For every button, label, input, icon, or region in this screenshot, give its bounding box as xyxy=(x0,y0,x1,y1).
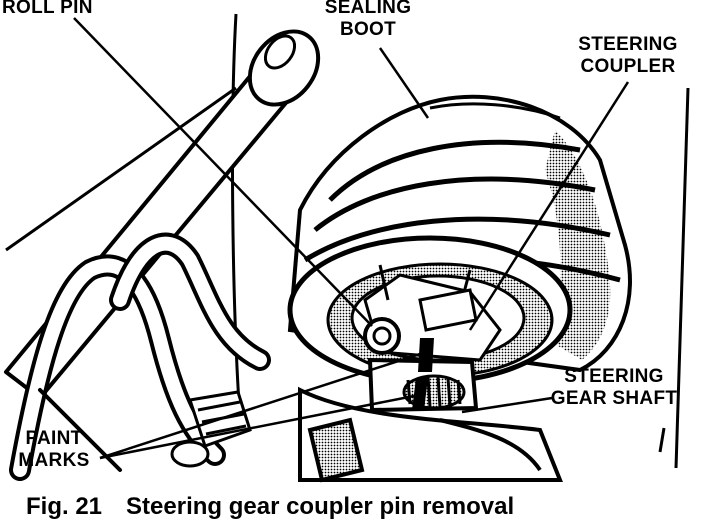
label-paint-marks: PAINT MARKS xyxy=(4,428,104,472)
leader-lines xyxy=(73,17,630,460)
label-steering-coupler-line-2: COUPLER xyxy=(580,56,676,77)
leader-paint-marks-1 xyxy=(99,352,421,460)
label-paint-marks-line-2: MARKS xyxy=(18,450,90,471)
gear-housing xyxy=(298,386,563,483)
leader-sealing-boot xyxy=(378,47,430,119)
label-steering-coupler-line-1: STEERING xyxy=(578,34,678,55)
paint-mark-strokes xyxy=(412,338,434,410)
figure-caption: Fig. 21 Steering gear coupler pin removal xyxy=(26,492,514,522)
label-sealing-boot: SEALING BOOT xyxy=(316,0,420,41)
label-steering-gear-shaft: STEERING GEAR SHAFT xyxy=(538,366,690,410)
label-paint-marks-line-1: PAINT xyxy=(25,428,83,449)
brake-line-fitting xyxy=(170,390,252,468)
leader-steering-gear-shaft xyxy=(461,396,553,414)
figure-title: Steering gear coupler pin removal xyxy=(126,493,515,520)
brake-lines xyxy=(9,232,271,481)
leader-steering-coupler xyxy=(468,81,630,331)
label-steering-gear-shaft-line-1: STEERING xyxy=(564,366,664,387)
label-steering-gear-shaft-line-2: GEAR SHAFT xyxy=(550,388,678,409)
label-roll-pin: ROLL PIN xyxy=(2,0,93,18)
label-sealing-boot-line-2: BOOT xyxy=(339,19,397,40)
leader-paint-marks-2 xyxy=(99,394,415,460)
label-sealing-boot-line-1: SEALING xyxy=(324,0,412,18)
steering-coupler xyxy=(363,264,502,362)
figure-number: Fig. 21 xyxy=(26,493,103,520)
frame-lines xyxy=(5,13,690,469)
leader-roll-pin xyxy=(73,17,373,327)
label-steering-coupler: STEERING COUPLER xyxy=(566,34,690,78)
tube xyxy=(4,29,321,400)
